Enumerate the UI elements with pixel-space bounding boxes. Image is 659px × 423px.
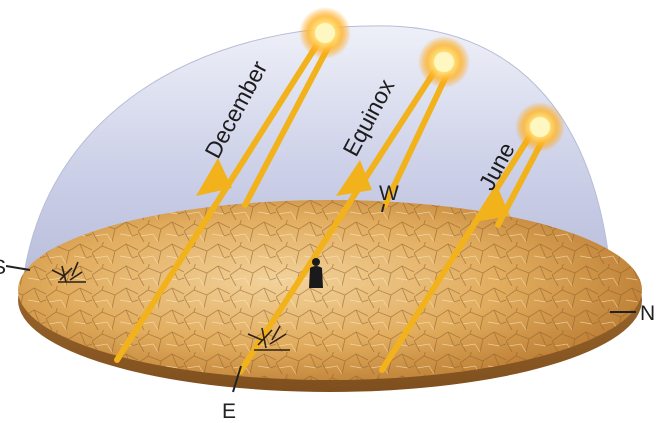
sun-icon <box>515 102 565 152</box>
direction-north: N <box>640 302 655 325</box>
direction-south: S <box>0 256 6 279</box>
sun-icon <box>299 7 351 59</box>
direction-east: E <box>222 400 236 423</box>
direction-west: W <box>379 182 399 205</box>
sun-icon <box>418 36 470 88</box>
